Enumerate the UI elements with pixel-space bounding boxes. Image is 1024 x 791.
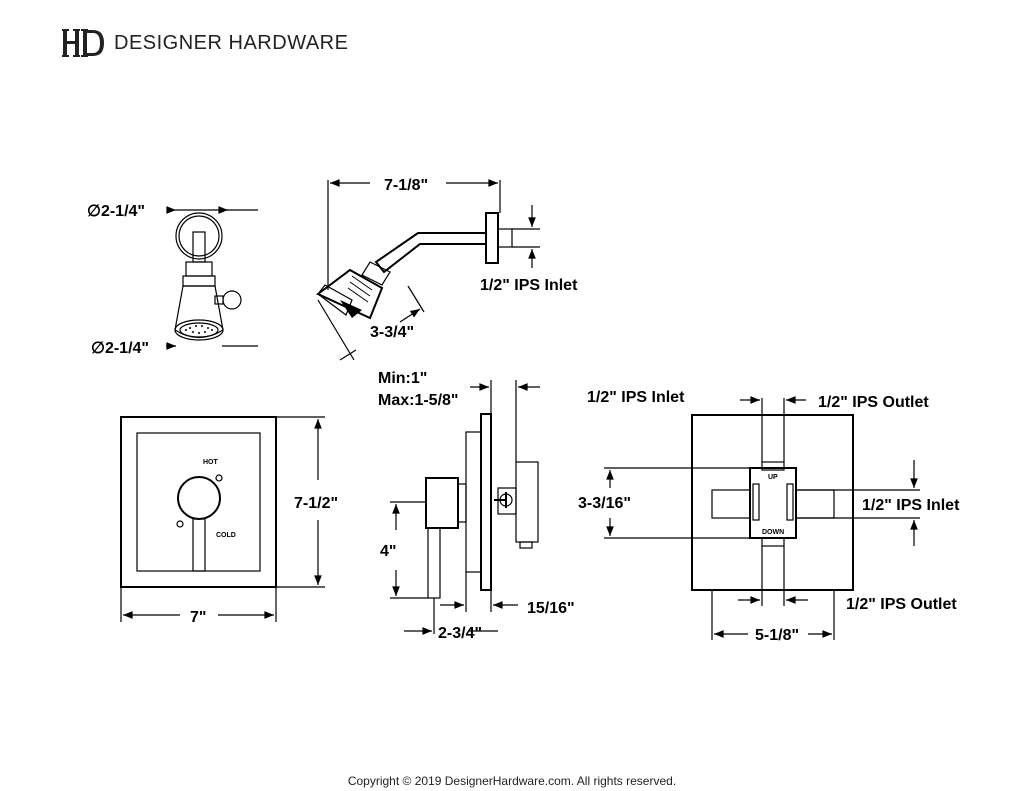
label-valve-spacing: 3-3/16" <box>578 495 631 512</box>
shower-arm-side-view: 7-1/8" 1/2" IPS Inlet 3-3/4" <box>316 177 578 361</box>
label-handle-height: 4" <box>380 543 396 560</box>
label-head-drop: 3-3/4" <box>370 324 414 341</box>
label-trim-width: 7" <box>190 609 206 626</box>
label-hot: HOT <box>203 459 219 466</box>
valve-front-view: UP DOWN 1/2" IPS Inlet 1/2" IPS Outlet 3… <box>578 389 960 644</box>
trim-plate-front-view: HOT COLD 7-1/2" 7" <box>120 416 338 626</box>
copyright-footer: Copyright © 2019 DesignerHardware.com. A… <box>347 774 677 788</box>
valve-side-view: Min:1" Max:1-5/8" 4" 15/16" 2-3/4" <box>378 370 575 642</box>
brand-header: DESIGNER HARDWARE <box>62 26 348 60</box>
label-plate-depth: 15/16" <box>527 600 575 617</box>
label-trim-height: 7-1/2" <box>294 495 338 512</box>
label-down: DOWN <box>762 529 784 536</box>
label-valve-width: 5-1/8" <box>755 627 799 644</box>
label-valve-outlet-bottom: 1/2" IPS Outlet <box>846 596 957 613</box>
label-head-diameter-top: ∅2-1/4" <box>87 203 145 220</box>
label-valve-inlet-top: 1/2" IPS Inlet <box>587 389 685 406</box>
brand-name: DESIGNER HARDWARE <box>114 31 349 54</box>
label-wall-max: Max:1-5/8" <box>378 392 459 409</box>
showerhead-front-view: ∅2-1/4" ∅2-1/4" <box>87 203 258 357</box>
designer-hardware-logo-icon <box>62 29 104 57</box>
label-valve-inlet-side: 1/2" IPS Inlet <box>862 497 960 514</box>
label-wall-min: Min:1" <box>378 370 427 387</box>
label-arm-length: 7-1/8" <box>384 177 428 194</box>
label-up: UP <box>768 474 778 481</box>
label-arm-inlet: 1/2" IPS Inlet <box>480 277 578 294</box>
label-valve-outlet-top: 1/2" IPS Outlet <box>818 394 929 411</box>
label-cold: COLD <box>216 532 236 539</box>
label-depth-total: 2-3/4" <box>438 625 482 642</box>
label-head-diameter-bottom: ∅2-1/4" <box>91 340 149 357</box>
